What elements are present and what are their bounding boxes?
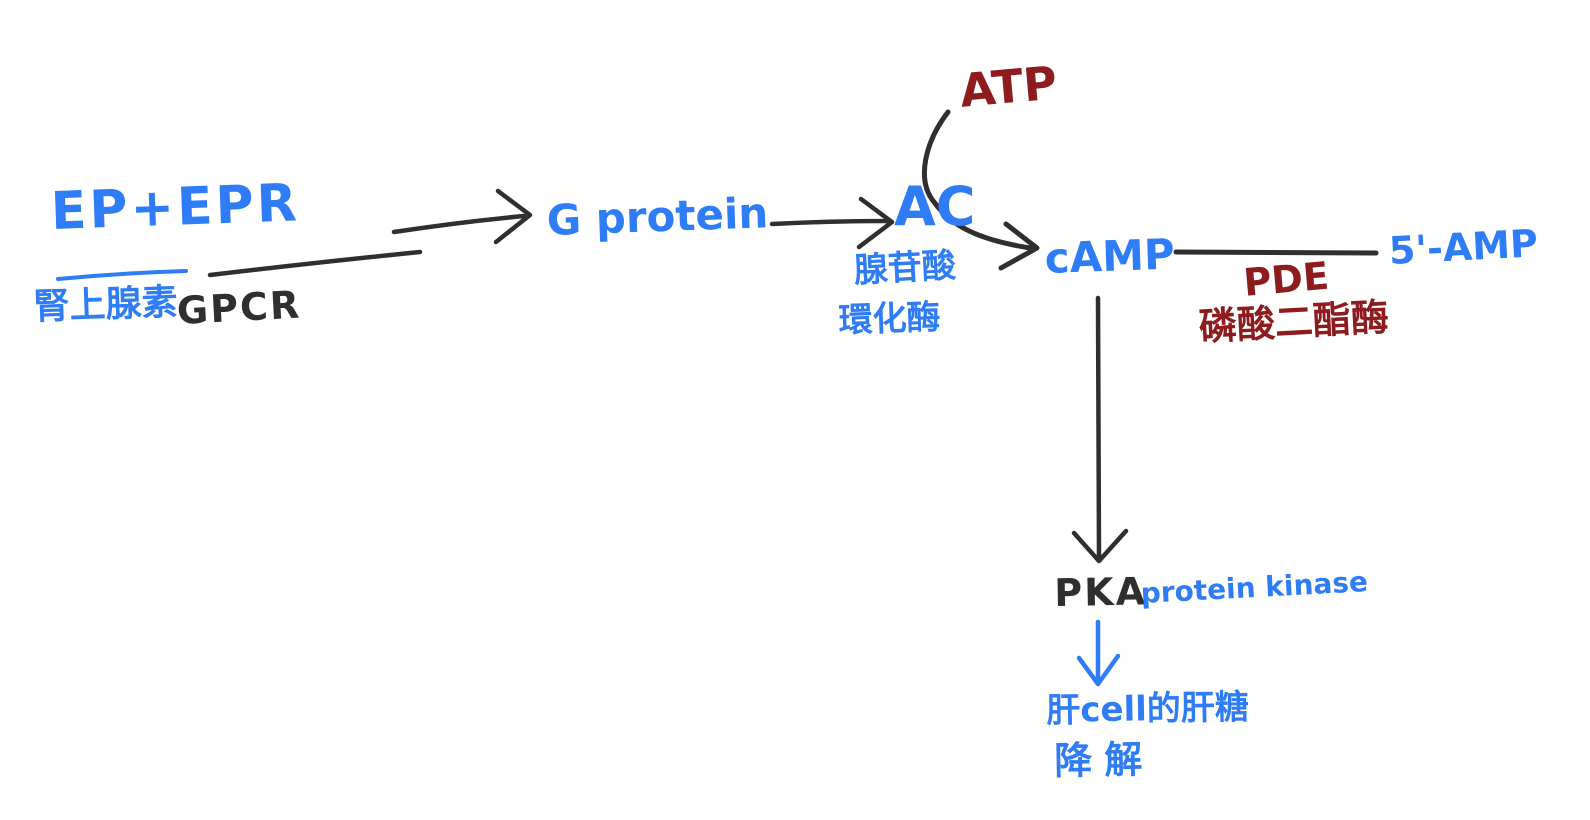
label-adenylyl-cyclase-line1: 腺苷酸 bbox=[852, 245, 957, 291]
arrow-camp-to-pka bbox=[1071, 295, 1129, 564]
arrow-pka-to-glycogen bbox=[1076, 619, 1121, 687]
label-glycogen-line2: 降解 bbox=[1053, 737, 1155, 783]
node-ep-epr: EP+EPR bbox=[49, 173, 301, 242]
arrow-atp-to-camp bbox=[921, 109, 1040, 271]
node-camp: cAMP bbox=[1043, 229, 1176, 283]
node-atp: ATP bbox=[957, 55, 1060, 118]
label-pde: PDE bbox=[1241, 253, 1331, 305]
label-phosphodiesterase: 磷酸二酯酶 bbox=[1197, 295, 1390, 349]
node-ac: AC bbox=[894, 175, 976, 238]
arrow-gprotein-to-ac bbox=[769, 196, 895, 250]
label-adenylyl-cyclase-line2: 環化酶 bbox=[837, 297, 942, 341]
node-g-protein: G protein bbox=[545, 188, 770, 245]
node-5amp: 5'-AMP bbox=[1387, 221, 1539, 273]
line-camp-to-5amp bbox=[1173, 249, 1379, 256]
underline-epr bbox=[207, 249, 423, 278]
node-pka: PKA bbox=[1053, 569, 1148, 615]
arrow-epr-to-gprotein bbox=[391, 188, 533, 245]
label-epinephrine: 腎上腺素 bbox=[32, 281, 179, 328]
label-gpcr: GPCR bbox=[175, 282, 303, 333]
underline-ep bbox=[56, 269, 188, 281]
label-glycogen-line1: 肝cell的肝糖 bbox=[1045, 687, 1250, 731]
